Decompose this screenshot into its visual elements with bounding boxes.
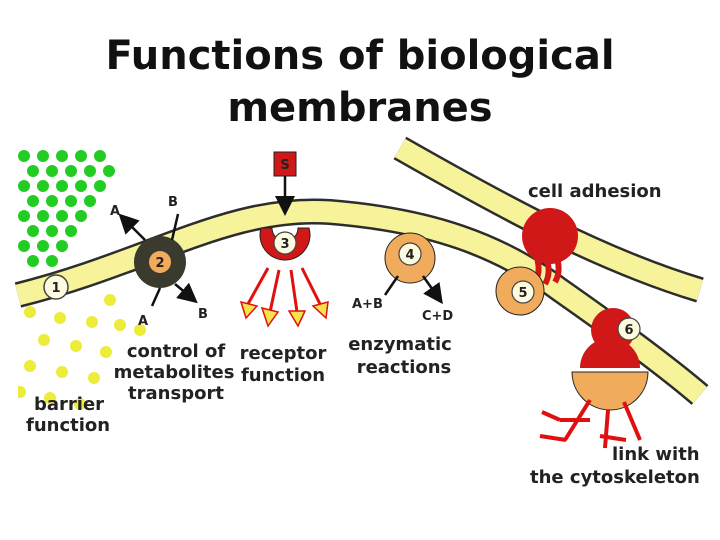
number-4: 4 bbox=[405, 248, 414, 263]
molecule-dot bbox=[65, 165, 77, 177]
molecule-dot bbox=[46, 165, 58, 177]
number-1: 1 bbox=[51, 281, 60, 296]
molecule-dot bbox=[100, 346, 112, 358]
label-cytoskeleton-line-1: link with bbox=[612, 444, 700, 465]
protein-1: 1 bbox=[43, 274, 69, 300]
molecule-dot bbox=[86, 316, 98, 328]
slide-title: Functions of biological membranes bbox=[0, 30, 720, 134]
transporter-protein-2: 2 A B A B bbox=[110, 195, 208, 329]
enzyme-protein-4: 4 A+B C+D bbox=[352, 232, 453, 324]
molecule-dots bbox=[18, 150, 146, 410]
cytoskeleton-link-protein-6: 6 bbox=[539, 308, 649, 449]
adhesion-protein-5: 5 bbox=[495, 208, 578, 316]
label-cytoskeleton-line-2: the cytoskeleton bbox=[530, 467, 700, 488]
molecule-dot bbox=[44, 392, 56, 404]
molecule-dot bbox=[37, 180, 49, 192]
label-receptor-function: receptor function bbox=[240, 343, 327, 386]
molecule-dot bbox=[94, 180, 106, 192]
molecule-dot bbox=[27, 255, 39, 267]
molecule-a-top: A bbox=[110, 204, 120, 219]
molecule-dot bbox=[27, 225, 39, 237]
number-5: 5 bbox=[518, 286, 527, 301]
molecule-dot bbox=[65, 225, 77, 237]
molecule-dot bbox=[18, 240, 30, 252]
molecule-dot bbox=[24, 306, 36, 318]
receptor-protein-3: S 3 bbox=[239, 151, 329, 328]
molecule-dot bbox=[37, 210, 49, 222]
label-barrier-line-2: function bbox=[26, 415, 110, 436]
label-transport: control of metabolites transport bbox=[114, 341, 235, 404]
molecule-dot bbox=[27, 195, 39, 207]
molecule-dot bbox=[104, 294, 116, 306]
molecule-b-top: B bbox=[168, 195, 178, 210]
label-barrier-line-1: barrier bbox=[34, 394, 104, 415]
label-barrier-function: barrier function bbox=[26, 394, 110, 436]
signal-molecule: S bbox=[280, 158, 289, 173]
molecule-dot bbox=[134, 324, 146, 336]
label-transport-line-1: control of bbox=[127, 341, 226, 362]
molecule-dot bbox=[70, 340, 82, 352]
title-line-1: Functions of biological bbox=[105, 33, 615, 79]
substrate-label: A+B bbox=[352, 297, 383, 312]
number-6: 6 bbox=[624, 323, 633, 338]
label-receptor-line-2: function bbox=[241, 365, 325, 386]
molecule-dot bbox=[114, 319, 126, 331]
molecule-dot bbox=[56, 366, 68, 378]
title-line-2: membranes bbox=[227, 85, 493, 131]
molecule-dot bbox=[65, 195, 77, 207]
molecule-dot bbox=[18, 386, 26, 398]
label-cell-adhesion: cell adhesion bbox=[528, 181, 662, 202]
molecule-dot bbox=[94, 150, 106, 162]
molecule-dot bbox=[46, 195, 58, 207]
label-transport-line-2: metabolites bbox=[114, 362, 235, 383]
molecule-dot bbox=[18, 210, 30, 222]
signal-arrows bbox=[239, 267, 329, 328]
molecule-dot bbox=[56, 150, 68, 162]
molecule-dot bbox=[75, 150, 87, 162]
label-cytoskeleton-link: link with the cytoskeleton bbox=[530, 444, 700, 488]
molecule-dot bbox=[56, 180, 68, 192]
label-enzymatic-line-2: reactions bbox=[357, 357, 452, 378]
molecule-a-bottom: A bbox=[138, 314, 148, 329]
molecule-dot bbox=[56, 240, 68, 252]
number-2: 2 bbox=[155, 256, 164, 271]
molecule-dot bbox=[37, 240, 49, 252]
molecule-dot bbox=[84, 195, 96, 207]
molecule-b-bottom: B bbox=[198, 307, 208, 322]
molecule-dot bbox=[37, 150, 49, 162]
molecule-dot bbox=[74, 398, 86, 410]
label-enzymatic-line-1: enzymatic bbox=[348, 334, 452, 355]
product-label: C+D bbox=[422, 309, 453, 324]
molecule-dot bbox=[27, 165, 39, 177]
label-enzymatic-reactions: enzymatic reactions bbox=[348, 334, 452, 378]
molecule-dot bbox=[24, 360, 36, 372]
label-transport-line-3: transport bbox=[128, 383, 224, 404]
molecule-dot bbox=[54, 312, 66, 324]
molecule-dot bbox=[56, 210, 68, 222]
molecule-dot bbox=[88, 372, 100, 384]
molecule-dot bbox=[75, 180, 87, 192]
number-3: 3 bbox=[280, 237, 289, 252]
label-adhesion-line-1: cell adhesion bbox=[528, 181, 662, 202]
molecule-dot bbox=[46, 225, 58, 237]
actin-filaments bbox=[539, 398, 642, 449]
molecule-dot bbox=[46, 255, 58, 267]
molecule-dot bbox=[18, 150, 30, 162]
molecule-dot bbox=[75, 210, 87, 222]
label-receptor-line-1: receptor bbox=[240, 343, 327, 364]
molecule-dot bbox=[38, 334, 50, 346]
molecule-dot bbox=[103, 165, 115, 177]
molecule-dot bbox=[84, 165, 96, 177]
molecule-dot bbox=[18, 180, 30, 192]
